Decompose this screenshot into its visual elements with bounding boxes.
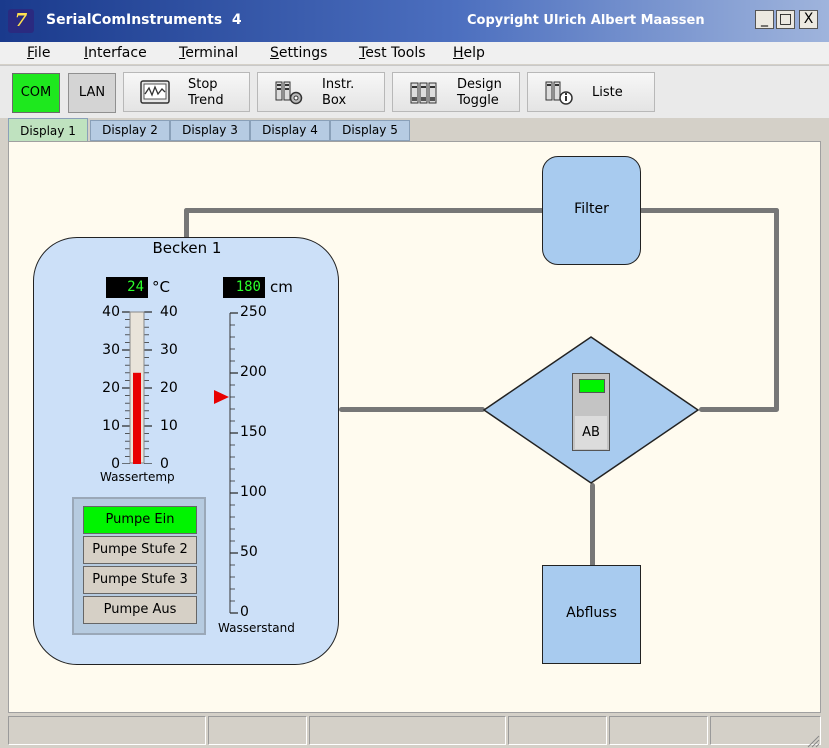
filter-box[interactable]: Filter [542, 156, 641, 265]
pipe-top-left [184, 208, 544, 213]
temp-tick-label: 20 [160, 380, 178, 396]
liste-button[interactable]: Liste [527, 72, 655, 112]
menu-bar: File Interface Terminal Settings Test To… [0, 42, 829, 64]
status-panel [309, 716, 506, 745]
app-icon: 7 [8, 9, 34, 33]
com-button[interactable]: COM [12, 73, 60, 113]
tab-display-4[interactable]: Display 4 [250, 120, 330, 141]
pipe-to-drain [590, 483, 595, 569]
display-canvas: Filter AB Abfluss Becken 1 24 °C 180 cm … [8, 141, 821, 713]
switch-label: AB [575, 416, 607, 449]
tab-display-5[interactable]: Display 5 [330, 120, 410, 141]
menu-file[interactable]: File [27, 45, 51, 61]
tab-display-1[interactable]: Display 1 [8, 118, 88, 142]
abfluss-box[interactable]: Abfluss [542, 565, 641, 664]
temp-tick-label: 30 [102, 342, 120, 358]
tank-becken-1: Becken 1 24 °C 180 cm 40 30 20 10 0 40 3… [33, 237, 339, 665]
copyright-text: Copyright Ulrich Albert Maassen [467, 13, 705, 28]
temp-tick-label: 0 [160, 456, 169, 472]
design-toggle-label-1: Design [457, 77, 502, 92]
switch-indicator [579, 379, 605, 393]
menu-interface[interactable]: Interface [84, 45, 147, 61]
pipe-tank-out [339, 407, 485, 412]
temp-tick-label: 40 [102, 304, 120, 320]
temp-scale-left: 40 30 20 10 0 [82, 304, 120, 472]
design-toggle-label-2: Toggle [457, 93, 499, 108]
pump-off-button[interactable]: Pumpe Aus [83, 596, 197, 624]
pipe-right-in [699, 407, 779, 412]
list-info-icon [545, 81, 573, 105]
instr-box-label-1: Instr. [322, 77, 355, 92]
menu-settings[interactable]: Settings [270, 45, 328, 61]
resize-grip-icon[interactable] [806, 734, 820, 748]
abfluss-label: Abfluss [566, 605, 617, 621]
level-tick-label: 50 [240, 544, 258, 560]
close-button[interactable]: X [799, 10, 818, 29]
lan-button[interactable]: LAN [68, 73, 116, 113]
level-tick-label: 100 [240, 484, 267, 500]
temp-caption: Wassertemp [100, 470, 175, 484]
temperature-unit: °C [152, 278, 170, 296]
pump-on-button[interactable]: Pumpe Ein [83, 506, 197, 534]
title-bar: 7 SerialComInstruments 4 Copyright Ulric… [0, 0, 829, 42]
pump-button-group: Pumpe Ein Pumpe Stufe 2 Pumpe Stufe 3 Pu… [72, 497, 206, 635]
level-tick-label: 200 [240, 364, 267, 380]
level-caption: Wasserstand [218, 621, 295, 635]
pipe-right-down [774, 208, 779, 411]
instr-box-button[interactable]: Instr.Box [257, 72, 385, 112]
level-tick-label: 0 [240, 604, 249, 620]
menu-help[interactable]: Help [453, 45, 485, 61]
design-instruments-icon [410, 82, 437, 104]
status-bar [0, 714, 829, 748]
temp-tick-label: 30 [160, 342, 178, 358]
status-panel [609, 716, 708, 745]
status-panel [208, 716, 307, 745]
level-gauge [214, 312, 238, 614]
thermometer-fill [133, 372, 141, 464]
menu-terminal[interactable]: Terminal [179, 45, 239, 61]
temperature-display: 24 [106, 277, 148, 298]
temp-tick-label: 40 [160, 304, 178, 320]
tab-display-2[interactable]: Display 2 [90, 120, 170, 141]
liste-label: Liste [592, 85, 623, 100]
level-marker [214, 390, 229, 404]
tank-title: Becken 1 [152, 239, 222, 257]
window-title: SerialComInstruments 4 [46, 12, 242, 28]
status-panel [710, 716, 821, 745]
temp-scale-right: 40 30 20 10 0 [160, 304, 200, 472]
level-scale: 250 200 150 100 50 0 [240, 304, 300, 624]
level-display: 180 [223, 277, 265, 298]
menu-test-tools[interactable]: Test Tools [359, 45, 426, 61]
temp-tick-label: 10 [102, 418, 120, 434]
stop-trend-label-2: Trend [188, 93, 224, 108]
stop-trend-label-1: Stop [188, 77, 218, 92]
minimize-button[interactable]: _ [755, 10, 774, 29]
trend-monitor-icon [140, 80, 170, 104]
status-panel [508, 716, 607, 745]
status-panel [8, 716, 206, 745]
ab-switch[interactable]: AB [572, 373, 610, 451]
maximize-button[interactable]: □ [776, 10, 795, 29]
level-tick-label: 250 [240, 304, 267, 320]
temp-tick-label: 20 [102, 380, 120, 396]
instrument-gear-icon [275, 81, 303, 105]
pump-stage-2-button[interactable]: Pumpe Stufe 2 [83, 536, 197, 564]
pipe-top-right [639, 208, 779, 213]
instr-box-label-2: Box [322, 93, 347, 108]
tab-display-3[interactable]: Display 3 [170, 120, 250, 141]
level-tick-label: 150 [240, 424, 267, 440]
filter-label: Filter [574, 201, 609, 217]
thermometer [122, 311, 152, 464]
temp-tick-label: 0 [111, 456, 120, 472]
temp-tick-label: 10 [160, 418, 178, 434]
pump-stage-3-button[interactable]: Pumpe Stufe 3 [83, 566, 197, 594]
level-unit: cm [270, 278, 293, 296]
pipe-tank-up [184, 208, 189, 240]
